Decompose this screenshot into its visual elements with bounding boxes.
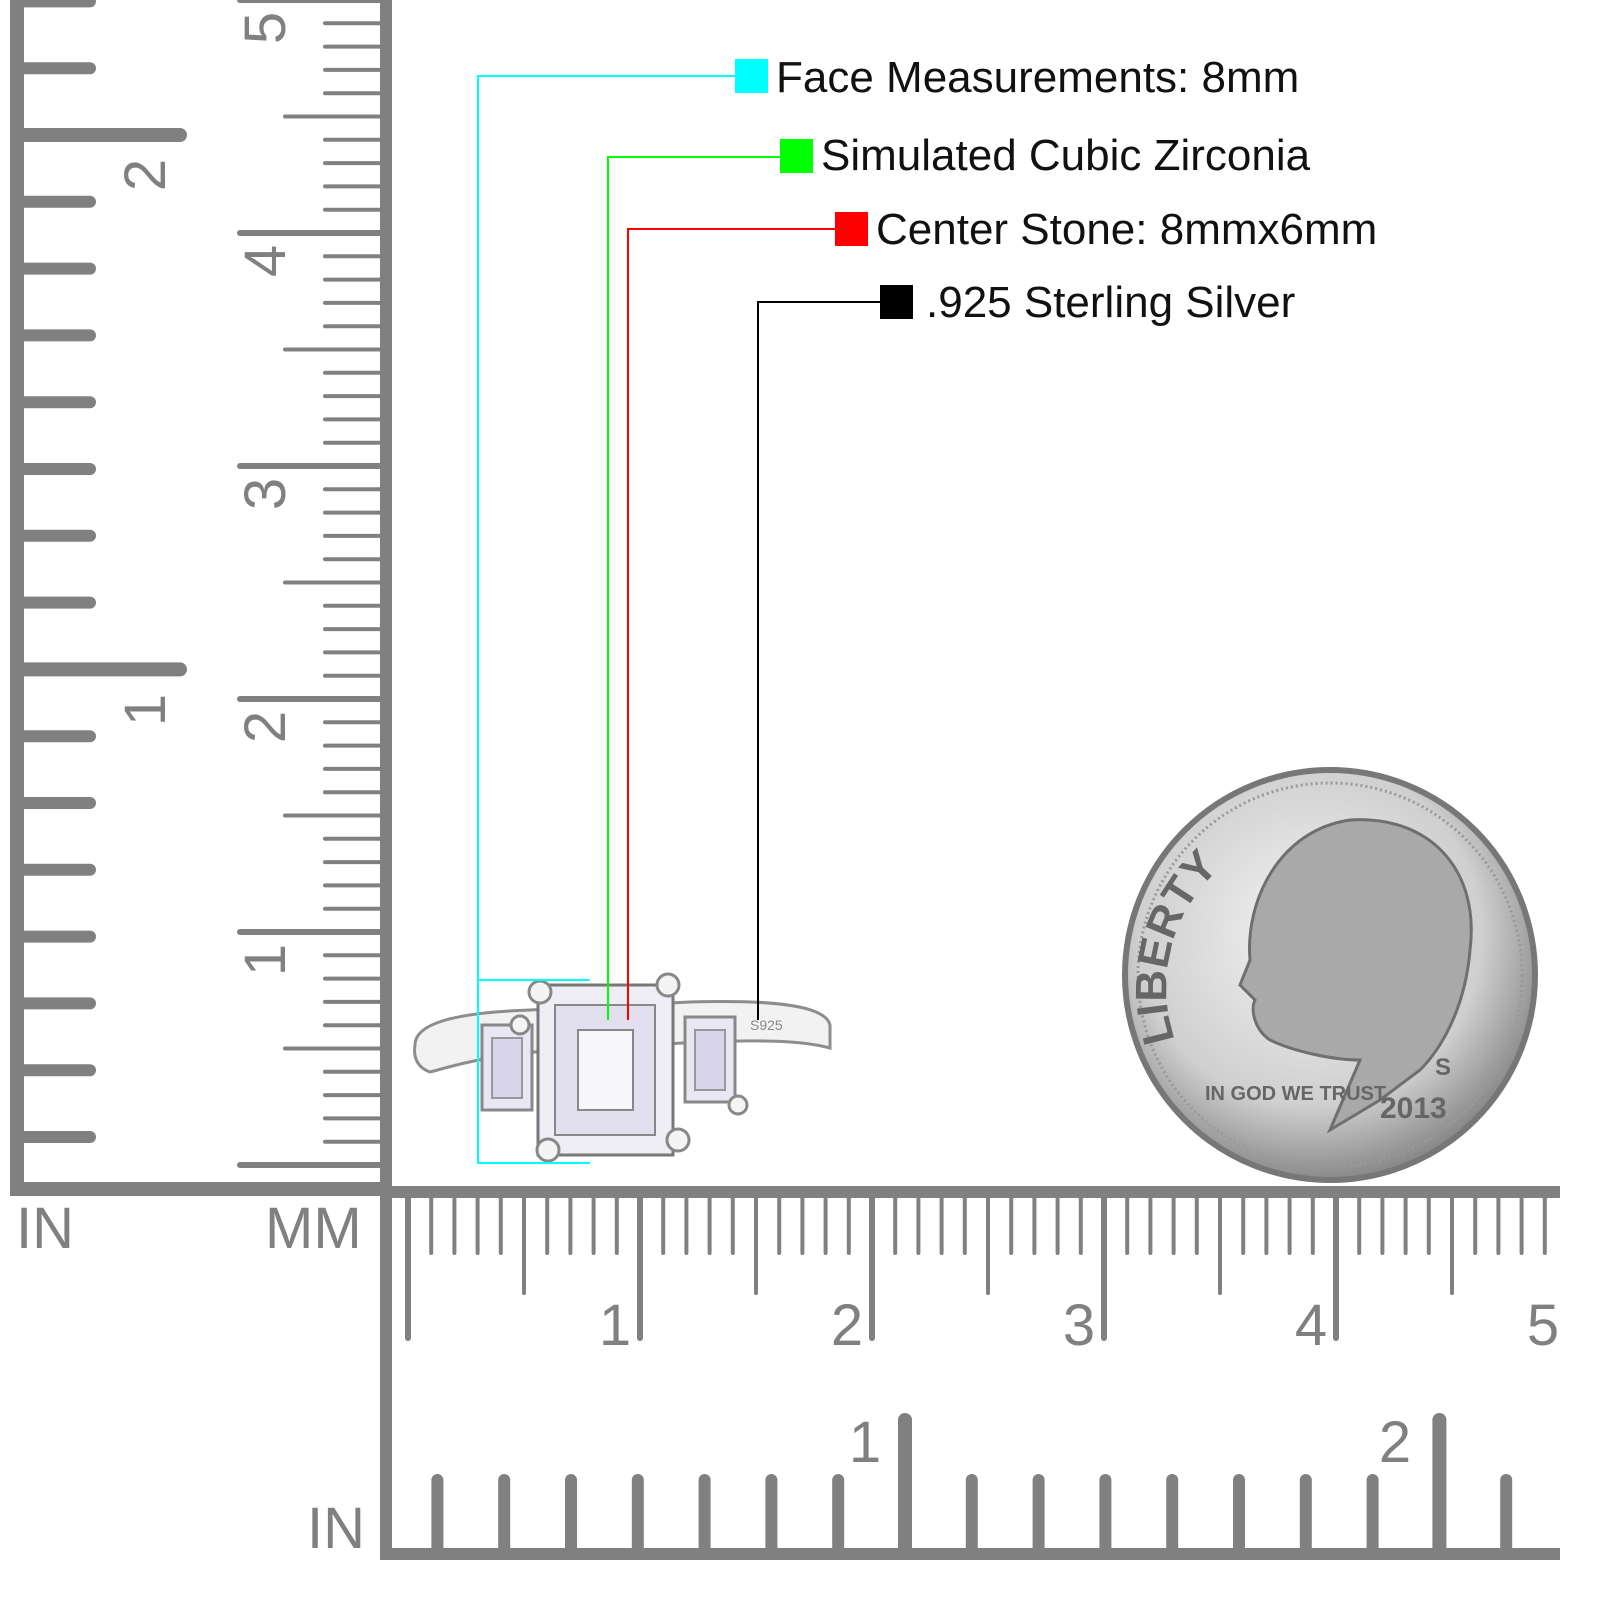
face-measurement-leader <box>477 75 735 1164</box>
ruler-frame-top <box>380 1186 1560 1198</box>
mm-label: 5 <box>233 12 298 44</box>
mm-label: 3 <box>1063 1293 1095 1358</box>
legend-simulated-cz: Simulated Cubic Zirconia <box>821 131 1311 180</box>
ring-stamp: S925 <box>750 1017 783 1033</box>
horizontal-ruler: 1 2 3 4 5 1 2 <box>380 1186 1560 1560</box>
vertical-ruler: 1 2 3 4 5 1 2 <box>10 0 392 1196</box>
inch-label: 1 <box>849 1410 881 1475</box>
legend-swatch-face <box>735 59 768 93</box>
coin-year: 2013 <box>1380 1092 1447 1125</box>
cz-leader <box>607 156 780 1020</box>
label-mm: MM <box>265 1196 362 1261</box>
mm-label: 1 <box>233 944 298 976</box>
label-in-left: IN <box>16 1196 74 1261</box>
ring-image: S925 <box>413 972 832 1163</box>
legend-sterling-silver: .925 Sterling Silver <box>926 278 1296 327</box>
mm-label: 4 <box>1295 1293 1327 1358</box>
legend-swatch-cz <box>780 139 813 173</box>
coin-portrait <box>1238 818 1473 1134</box>
mm-label: 2 <box>831 1293 863 1358</box>
ruler-frame-right <box>380 0 392 1196</box>
mm-label: 5 <box>1527 1293 1559 1358</box>
mm-label: 4 <box>233 245 298 277</box>
inch-label: 2 <box>113 159 178 191</box>
inch-label: 1 <box>113 694 178 726</box>
legend-face-measurements: Face Measurements: 8mm <box>776 53 1300 102</box>
ruler-frame-bottom <box>380 1548 1560 1560</box>
ruler-frame-bottom <box>10 1182 392 1196</box>
center-stone-leader <box>627 228 835 1020</box>
ruler-frame-left <box>10 0 24 1196</box>
mm-label: 1 <box>599 1293 631 1358</box>
ruler-frame-left <box>380 1186 392 1560</box>
legend-swatch-silver <box>880 285 913 319</box>
legend-center-stone: Center Stone: 8mmx6mm <box>876 205 1378 254</box>
dime-coin: LIBERTY IN GOD WE TRUST 2013 S <box>1122 767 1538 1183</box>
leader-lines <box>477 75 880 1164</box>
inch-label: 2 <box>1379 1410 1411 1475</box>
mm-label: 3 <box>233 478 298 510</box>
label-in-bottom: IN <box>307 1496 365 1561</box>
silver-leader <box>757 301 880 1020</box>
coin-motto: IN GOD WE TRUST <box>1205 1083 1386 1105</box>
coin-mint-mark: S <box>1435 1054 1451 1081</box>
mm-label: 2 <box>233 711 298 743</box>
legend-swatch-center-stone <box>835 212 868 246</box>
